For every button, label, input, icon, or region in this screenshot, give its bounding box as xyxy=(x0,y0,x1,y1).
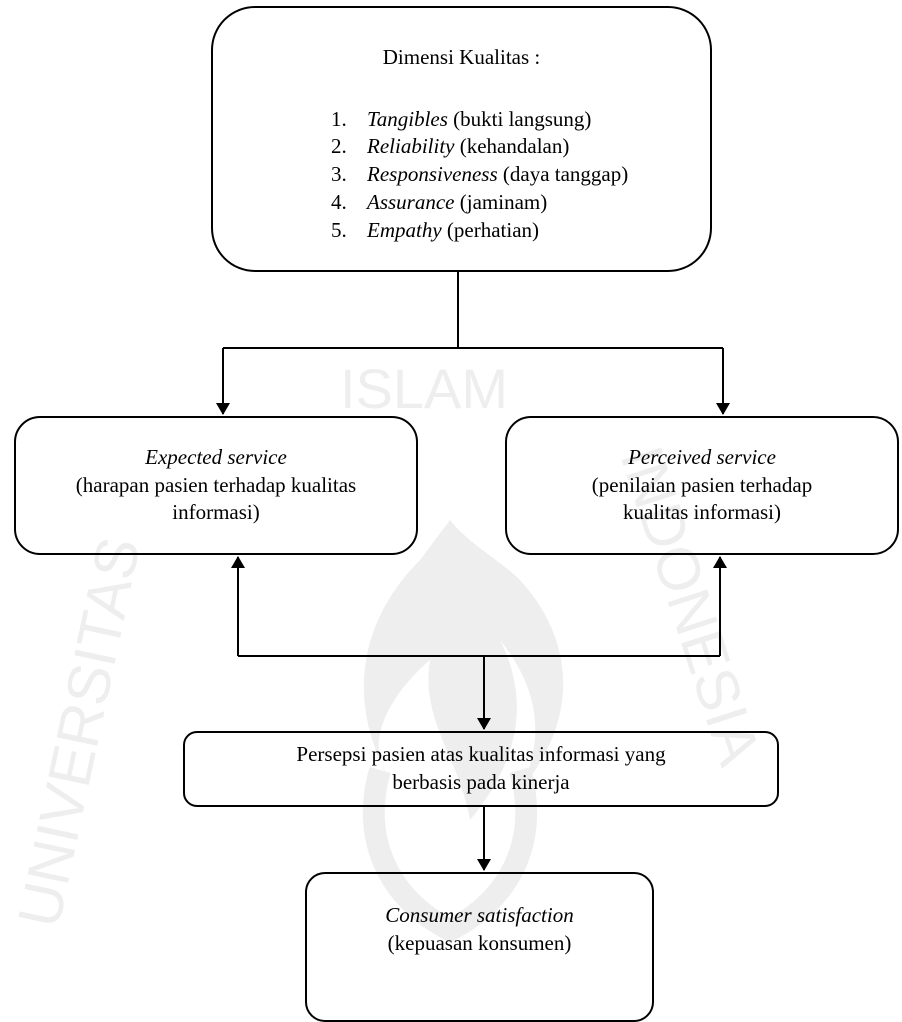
consumer-satisfaction-box: Consumer satisfaction (kepuasan konsumen… xyxy=(305,872,654,1022)
watermark-arc-shape xyxy=(362,766,538,943)
perceived-service-desc-line2: kualitas informasi) xyxy=(622,500,782,525)
patient-perception-line1: Persepsi pasien atas kualitas informasi … xyxy=(296,742,666,767)
list-item-desc: (bukti langsung) xyxy=(447,106,592,131)
list-item-number: 5. xyxy=(331,217,347,242)
list-item-number: 4. xyxy=(331,189,347,214)
list-item-term: Assurance xyxy=(367,189,455,214)
list-item-desc: (jaminam) xyxy=(454,189,548,214)
expected-service-desc-line2: informasi) xyxy=(172,500,260,525)
list-item: 2. Reliability (kehandalan) xyxy=(331,133,710,161)
list-item: 4. Assurance (jaminam) xyxy=(331,189,710,217)
perceived-service-box: Perceived service (penilaian pasien terh… xyxy=(505,416,899,555)
list-item-term: Reliability xyxy=(367,134,455,159)
expected-service-desc-line1: (harapan pasien terhadap kualitas xyxy=(75,472,357,497)
list-item-term: Responsiveness xyxy=(367,162,498,187)
quality-dimensions-box: Dimensi Kualitas : 1. Tangibles (bukti l… xyxy=(211,6,712,272)
patient-perception-line2: berbasis pada kinerja xyxy=(392,770,570,794)
quality-dimensions-title: Dimensi Kualitas : xyxy=(382,45,541,69)
list-item: 5. Empathy (perhatian) xyxy=(331,217,710,245)
watermark-top-text: ISLAM xyxy=(340,357,508,420)
list-item-desc: (daya tanggap) xyxy=(497,162,629,187)
list-item: 3. Responsiveness (daya tanggap) xyxy=(331,161,710,189)
list-item-term: Empathy xyxy=(367,217,442,242)
watermark-flame-shape xyxy=(363,520,564,820)
list-item-number: 1. xyxy=(331,106,347,131)
list-item-term: Tangibles xyxy=(367,106,448,131)
list-item-number: 3. xyxy=(331,162,347,187)
list-item-number: 2. xyxy=(331,134,347,159)
expected-service-term: Expected service xyxy=(145,444,287,469)
list-item-desc: (perhatian) xyxy=(441,217,540,242)
quality-dimensions-list: 1. Tangibles (bukti langsung) 2. Reliabi… xyxy=(331,106,710,245)
consumer-satisfaction-desc: (kepuasan konsumen) xyxy=(387,930,572,955)
perceived-service-term: Perceived service xyxy=(628,444,776,469)
list-item: 1. Tangibles (bukti langsung) xyxy=(331,106,710,134)
perceived-service-desc-line1: (penilaian pasien terhadap xyxy=(591,472,813,497)
list-item-desc: (kehandalan) xyxy=(454,134,570,159)
patient-perception-box: Persepsi pasien atas kualitas informasi … xyxy=(183,731,779,807)
consumer-satisfaction-term: Consumer satisfaction xyxy=(385,903,574,927)
expected-service-box: Expected service (harapan pasien terhada… xyxy=(14,416,418,555)
